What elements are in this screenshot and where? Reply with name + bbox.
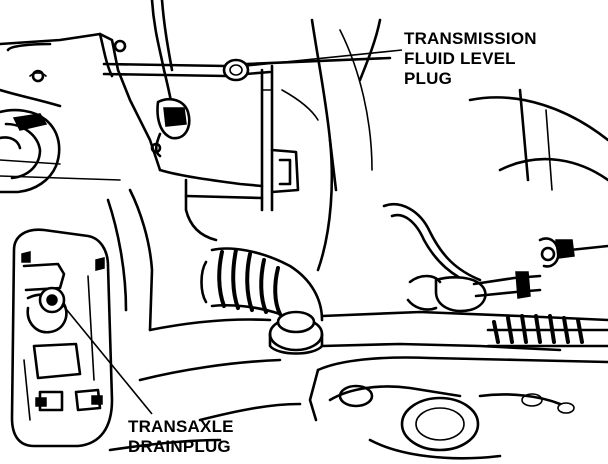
callout-line-1: TRANSAXLE	[128, 417, 234, 436]
callout-line-2: DRAINPLUG	[128, 437, 231, 456]
callout-line-3: PLUG	[404, 69, 452, 88]
drainplug-leader	[61, 303, 153, 415]
oil-pan-panel	[10, 228, 114, 448]
upper-body-panel	[0, 32, 162, 172]
lower-right-bracket	[328, 384, 575, 460]
fluid-level-plug-leader	[245, 49, 403, 67]
left-strut-tower	[0, 108, 121, 194]
axle-hub-cap	[268, 310, 324, 355]
fluid-level-plug-callout: TRANSMISSION FLUID LEVEL PLUG	[404, 29, 542, 88]
fluid-level-plug-part	[222, 58, 250, 82]
right-axle-boot	[486, 314, 608, 348]
callout-line-2: FLUID LEVEL	[404, 49, 515, 68]
cv-axle-boot	[200, 247, 324, 322]
callout-line-1: TRANSMISSION	[404, 29, 537, 48]
drainplug-callout: TRANSAXLE DRAINPLUG	[128, 417, 239, 456]
right-fender-arch	[468, 88, 608, 268]
wire-harness	[150, 0, 191, 158]
transmission-case	[106, 18, 382, 332]
right-hose-assembly	[382, 203, 542, 313]
transaxle-drain-plug-part	[38, 286, 66, 314]
vertical-bracket	[260, 64, 300, 212]
